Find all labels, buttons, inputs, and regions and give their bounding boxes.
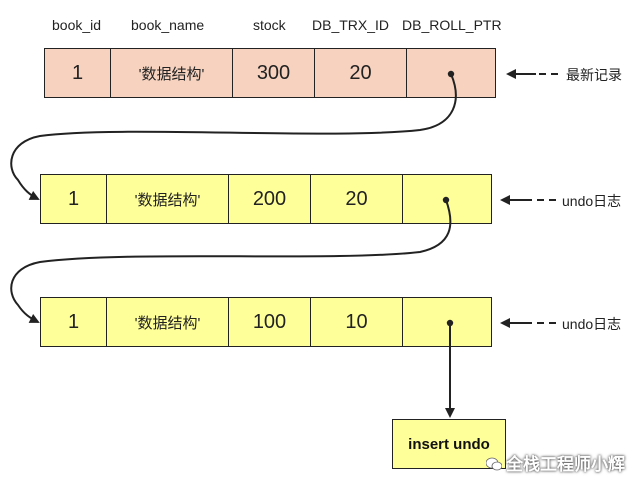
- cell-stock: 200: [229, 175, 311, 223]
- label-latest-record: 最新记录: [566, 67, 622, 83]
- cell-book-name: '数据结构': [107, 298, 229, 346]
- header-db-trx-id: DB_TRX_ID: [312, 17, 390, 33]
- wechat-icon: [486, 457, 502, 471]
- cell-stock: 300: [233, 49, 315, 97]
- header-stock: stock: [253, 17, 286, 33]
- undo-log-row-1: 1 '数据结构' 200 20: [40, 174, 492, 224]
- watermark: 全栈工程师小辉: [486, 450, 625, 475]
- label-undo-log-2: undo日志: [562, 316, 622, 332]
- cell-trx-id: 20: [311, 175, 403, 223]
- latest-record-row: 1 '数据结构' 300 20: [44, 48, 496, 98]
- cell-book-id: 1: [45, 49, 111, 97]
- cell-roll-ptr: [407, 49, 495, 97]
- cell-roll-ptr: [403, 298, 491, 346]
- cell-book-id: 1: [41, 298, 107, 346]
- cell-book-id: 1: [41, 175, 107, 223]
- header-db-roll-ptr: DB_ROLL_PTR: [402, 17, 502, 33]
- insert-undo-box: insert undo: [392, 419, 506, 469]
- cell-trx-id: 20: [315, 49, 407, 97]
- header-book-id: book_id: [52, 17, 102, 33]
- cell-roll-ptr: [403, 175, 491, 223]
- cell-book-name: '数据结构': [107, 175, 229, 223]
- label-undo-log-1: undo日志: [562, 193, 622, 209]
- undo-log-row-2: 1 '数据结构' 100 10: [40, 297, 492, 347]
- cell-trx-id: 10: [311, 298, 403, 346]
- header-book-name: book_name: [131, 17, 205, 33]
- cell-book-name: '数据结构': [111, 49, 233, 97]
- watermark-text: 全栈工程师小辉: [506, 455, 625, 474]
- cell-stock: 100: [229, 298, 311, 346]
